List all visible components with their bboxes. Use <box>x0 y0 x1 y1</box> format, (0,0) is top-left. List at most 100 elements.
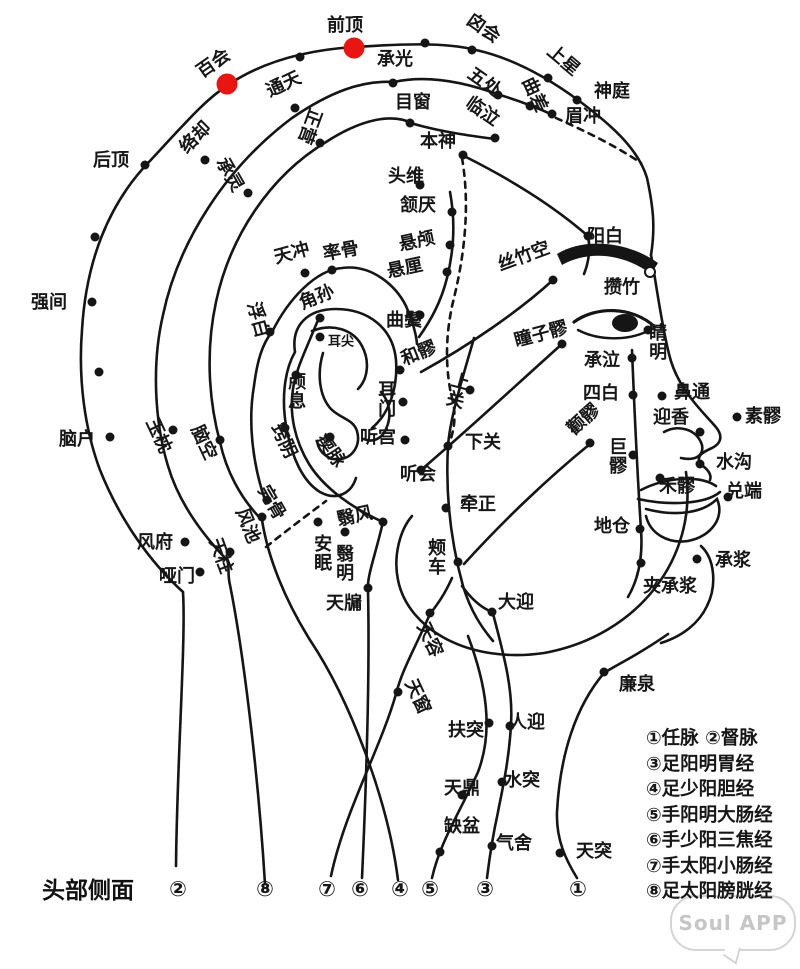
acupoint-dot <box>340 527 350 537</box>
diagram-title: 头部侧面 <box>42 878 134 904</box>
acupoint-label-43: 睛明 <box>646 323 668 361</box>
acupoint-label-53: 兑端 <box>726 480 762 502</box>
acupoint-label-60: 听会 <box>400 463 436 485</box>
acupoint-dot <box>457 790 467 800</box>
acupoint-label-7: 强间 <box>31 291 67 313</box>
acupoint-dot <box>400 435 410 445</box>
acupoint-dot <box>265 327 275 337</box>
eye-upper-lid <box>572 309 657 329</box>
meridian-number-③: ③ <box>476 877 494 901</box>
acupoint-dot <box>695 427 705 437</box>
acupoint-dot <box>363 583 373 593</box>
acupoint-label-37: 头维 <box>388 165 424 187</box>
neck-line-ren <box>555 632 670 880</box>
acupoint-label-32: 曲鬓 <box>386 309 422 331</box>
chin <box>659 544 715 645</box>
acupoint-dot <box>599 667 609 677</box>
acupoint-label-44: 承泣 <box>584 349 620 371</box>
acupoint-label-76: 天鼎 <box>444 777 480 799</box>
meridian-number-⑧: ⑧ <box>256 877 274 901</box>
acupoint-label-9: 风府 <box>137 531 173 553</box>
acupoint-dot <box>388 78 398 88</box>
acupoint-dot <box>257 512 267 522</box>
acupoint-dot <box>442 267 452 277</box>
acupoint-dot <box>395 365 405 375</box>
meridian-number-①: ① <box>569 877 587 901</box>
acupoint-label-77: 水突 <box>504 769 540 791</box>
acupoint-label-51: 水沟 <box>716 451 752 473</box>
sj-ear-arc <box>290 318 385 524</box>
acupoint-label-52: 禾髎 <box>659 475 695 497</box>
meridian-line-bl <box>154 77 555 886</box>
acupoint-dot <box>290 103 300 113</box>
acupoint-dot <box>493 90 503 100</box>
acupoint-dot <box>572 95 582 105</box>
acupoint-dot <box>548 275 558 285</box>
acupoint-label-73: 大迎 <box>498 591 534 613</box>
acupoint-label-63: 牵正 <box>460 493 496 515</box>
acupoint-dot <box>405 118 415 128</box>
acupoint-dot <box>655 473 665 483</box>
nostril-wing <box>662 427 704 461</box>
acupoint-label-62: 耳门 <box>375 380 397 418</box>
acupoint-dot <box>628 450 638 460</box>
acupoint-label-64: 颅息 <box>285 372 307 410</box>
acupoint-dot <box>94 367 104 377</box>
acupoint-label-61: 听宫 <box>360 426 396 448</box>
acupoint-dot <box>425 608 435 618</box>
acupoint-dot <box>484 718 494 728</box>
hairline-dashed <box>554 116 643 165</box>
acupoint-dot <box>487 841 497 851</box>
acupoint-dot <box>657 391 667 401</box>
legend-row-7: ⑧足太阳膀胱经 <box>646 881 773 902</box>
acupoint-label-70: 天牖 <box>326 592 362 614</box>
tongziliao-tinghui-line <box>419 342 564 472</box>
acupoint-dot <box>243 188 253 198</box>
acupoint-dot <box>420 38 430 48</box>
gb-ear-loop <box>250 266 419 502</box>
acupoint-label-68: 翳明 <box>333 544 355 582</box>
xiaguan-line <box>446 336 495 643</box>
acupoint-label-67: 安眠 <box>311 534 333 572</box>
acupoint-label-42: 攒竹 <box>604 276 640 298</box>
acupoint-label-74: 扶突 <box>448 719 484 741</box>
acupoint-label-78: 缺盆 <box>444 815 480 837</box>
acupoint-label-2: 前顶 <box>327 14 363 36</box>
acupoint-label-31: 耳尖 <box>327 334 355 350</box>
acupoint-dot <box>300 268 310 278</box>
acupoint-dot <box>378 517 388 527</box>
acupoint-dot <box>465 385 475 395</box>
acupoint-label-54: 地仓 <box>594 515 630 537</box>
acupoint-dot <box>87 297 97 307</box>
acupoint-label-55: 承浆 <box>715 549 751 571</box>
acupoint-dot <box>692 554 702 564</box>
acupoint-label-8: 脑户 <box>59 428 95 450</box>
acupoint-dot <box>200 155 210 165</box>
watermark-text: Soul APP <box>678 911 788 935</box>
acupoint-dot <box>398 397 408 407</box>
acupoint-dot <box>497 777 507 787</box>
legend-row-2: ③足阳明胃经 <box>646 753 755 775</box>
temple-line <box>417 190 455 339</box>
acupoint-dot <box>325 432 335 442</box>
acupoint-label-36: 颔厌 <box>400 194 436 216</box>
acupoint-label-69: 颊车 <box>425 538 447 576</box>
legend-row-4: ⑤手阳明大肠经 <box>646 804 773 826</box>
acupoint-dot <box>313 517 323 527</box>
meridian-number-④: ④ <box>391 877 409 901</box>
meridian-line-gb <box>208 117 497 882</box>
eye-iris <box>612 314 638 332</box>
ear-inner-2 <box>315 351 360 461</box>
acupoint-label-47: 迎香 <box>653 406 689 428</box>
upper-lip <box>639 477 718 492</box>
sizhukong-line <box>419 278 555 374</box>
red-marker-前顶 <box>343 37 365 59</box>
legend-row-1: ①任脉 ②督脉 <box>646 728 758 749</box>
acupoint-dot <box>315 138 325 148</box>
acupoint-dot <box>327 265 337 275</box>
acupoint-dot <box>315 332 325 342</box>
acupoint-dot-white <box>644 266 656 278</box>
acupoint-dot <box>583 231 593 241</box>
